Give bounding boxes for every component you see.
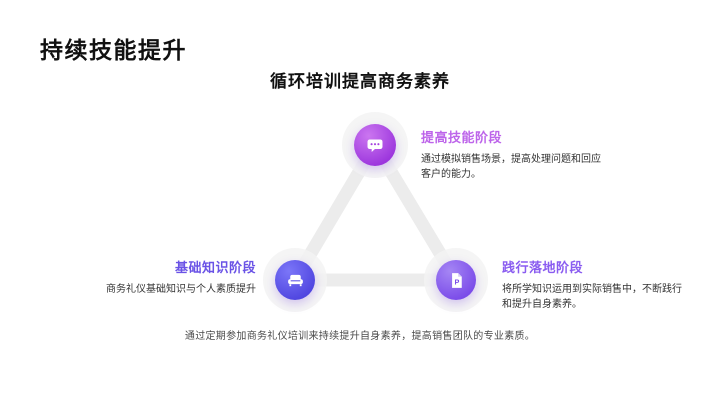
triangle-edges	[288, 138, 463, 287]
node-practice-stage: P	[436, 260, 476, 300]
sofa-icon	[287, 274, 303, 286]
stage-label: 基础知识阶段	[174, 260, 256, 275]
footer-note: 通过定期参加商务礼仪培训来持续提升自身素养，提高销售团队的专业素质。	[184, 331, 536, 342]
stage-description: 商务礼仪基础知识与个人素质提升	[106, 284, 256, 295]
stage-basic-knowledge: 基础知识阶段 商务礼仪基础知识与个人素质提升	[36, 257, 256, 297]
document-p-icon: P	[451, 272, 462, 288]
chat-bubble-icon	[367, 139, 383, 153]
stage-label: 提高技能阶段	[421, 130, 503, 145]
svg-text:P: P	[454, 277, 459, 286]
slide-subtitle: 循环培训提高商务素养	[270, 72, 450, 91]
stage-skill-improvement: 提高技能阶段 通过模拟销售场景，提高处理问题和回应 客户的能力。	[421, 127, 661, 182]
stage-label: 践行落地阶段	[502, 260, 584, 275]
stage-description: 通过模拟销售场景，提高处理问题和回应 客户的能力。	[421, 154, 601, 180]
node-foundation-stage	[275, 260, 315, 300]
page-title: 持续技能提升	[40, 37, 187, 63]
node-skill-stage	[354, 124, 396, 166]
stage-practice-landing: 践行落地阶段 将所学知识运用到实际销售中，不断践行 和提升自身素养。	[502, 257, 702, 312]
stage-description: 将所学知识运用到实际销售中，不断践行 和提升自身素养。	[502, 284, 682, 310]
